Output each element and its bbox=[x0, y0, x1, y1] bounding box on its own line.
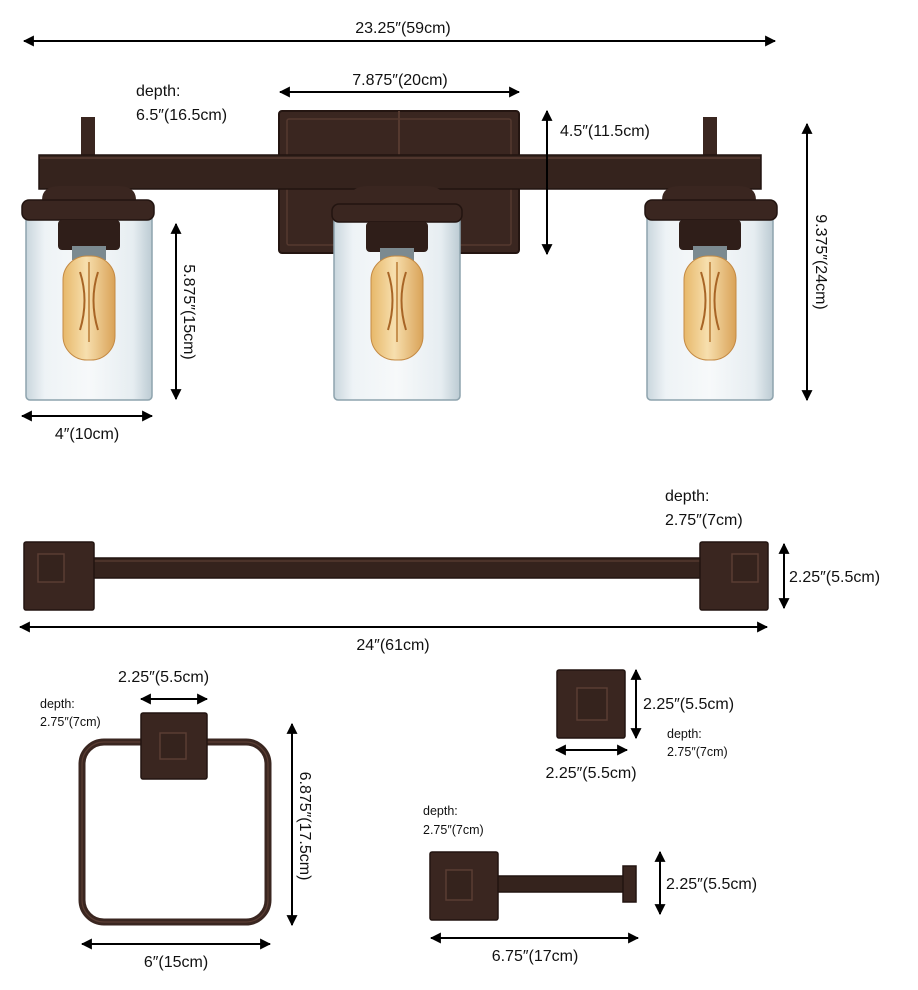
vanity-end-post-right bbox=[703, 117, 717, 159]
vanity-bar bbox=[38, 154, 762, 190]
towel-ring-depth-label: depth: bbox=[40, 697, 75, 711]
robe-hook-depth-label: depth: bbox=[667, 727, 702, 741]
vanity-end-post-left bbox=[81, 117, 95, 159]
vanity-light: 23.25″(59cm) depth: 6.5″(16.5cm) 7.875″(… bbox=[20, 20, 829, 443]
towel-ring-plate-width-label: 2.25″(5.5cm) bbox=[118, 669, 209, 686]
towel-ring: 2.25″(5.5cm) depth: 2.75″(7cm) 6.875″(17… bbox=[40, 669, 313, 971]
robe-hook-depth-value: 2.75″(7cm) bbox=[667, 745, 728, 759]
tp-holder-width-label: 6.75″(17cm) bbox=[492, 948, 579, 965]
tp-holder-depth-value: 2.75″(7cm) bbox=[423, 823, 484, 837]
tp-holder-height-label: 2.25″(5.5cm) bbox=[666, 876, 757, 893]
towel-bar-depth-value: 2.75″(7cm) bbox=[665, 512, 743, 529]
vanity-width-label: 23.25″(59cm) bbox=[355, 20, 450, 37]
tp-holder-end-cap bbox=[622, 865, 637, 903]
vanity-lamp-right bbox=[644, 186, 778, 401]
shade-height-label: 5.875″(15cm) bbox=[180, 264, 197, 359]
towel-bar: depth: 2.75″(7cm) 2.25″(5.5cm) 24″(61cm) bbox=[18, 488, 880, 654]
tp-holder-depth-label: depth: bbox=[423, 804, 458, 818]
robe-hook-height-label: 2.25″(5.5cm) bbox=[643, 696, 734, 713]
vanity-height-label: 9.375″(24cm) bbox=[812, 214, 829, 309]
backplate-width-label: 7.875″(20cm) bbox=[352, 72, 447, 89]
vanity-depth-label: depth: bbox=[136, 83, 180, 100]
towel-ring-height-label: 6.875″(17.5cm) bbox=[296, 772, 313, 881]
towel-bar-height-label: 2.25″(5.5cm) bbox=[789, 569, 880, 586]
robe-hook-width-label: 2.25″(5.5cm) bbox=[545, 765, 636, 782]
towel-bar-depth-label: depth: bbox=[665, 488, 709, 505]
shade-width-label: 4″(10cm) bbox=[55, 426, 119, 443]
towel-ring-width-label: 6″(15cm) bbox=[144, 954, 208, 971]
robe-hook: 2.25″(5.5cm) depth: 2.75″(7cm) 2.25″(5.5… bbox=[545, 668, 734, 782]
vanity-lamp-center bbox=[331, 186, 463, 401]
vanity-depth-value: 6.5″(16.5cm) bbox=[136, 107, 227, 124]
backplate-height-label: 4.5″(11.5cm) bbox=[560, 123, 650, 140]
tp-holder: depth: 2.75″(7cm) 2.25″(5.5cm) 6.75″(17c… bbox=[423, 804, 757, 965]
vanity-lamp-left bbox=[21, 186, 155, 401]
towel-ring-depth-value: 2.75″(7cm) bbox=[40, 715, 101, 729]
towel-bar-length-label: 24″(61cm) bbox=[356, 637, 429, 654]
